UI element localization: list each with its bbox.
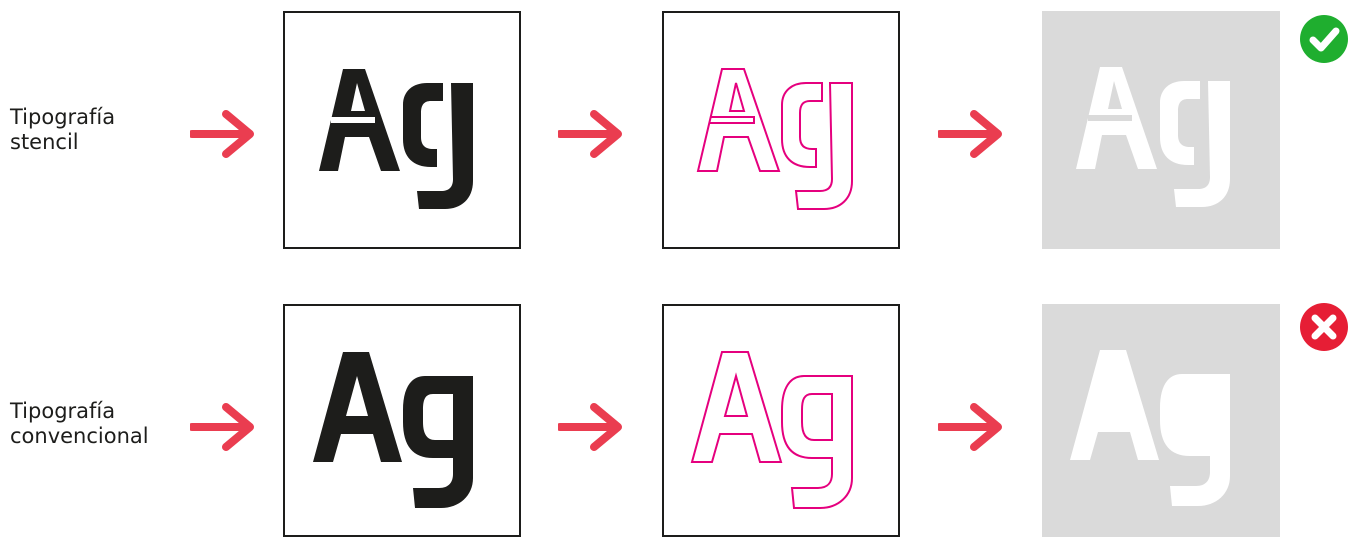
row-stencil: Tipografía stencil	[0, 11, 1362, 251]
glyph-ag-engraved	[1070, 350, 1230, 506]
row-label: Tipografía convencional	[10, 399, 149, 449]
row-label-line-1: Tipografía	[10, 105, 116, 129]
row-label-line-2: stencil	[10, 130, 79, 154]
arrow-right-icon	[558, 403, 624, 451]
panel-engraved-glyph	[1042, 304, 1280, 537]
panel-solid-glyph	[283, 11, 521, 249]
cross-icon	[1300, 303, 1348, 351]
arrow-right-icon	[190, 403, 256, 451]
glyph-ag-engraved	[1076, 67, 1230, 207]
panel-engraved-glyph	[1042, 11, 1280, 249]
glyph-ag-solid	[313, 352, 473, 508]
check-icon	[1300, 15, 1348, 63]
row-conventional: Tipografía convencional	[0, 303, 1362, 544]
arrow-right-icon	[190, 110, 256, 158]
row-label-line-1: Tipografía	[10, 399, 116, 423]
panel-outline-glyph	[662, 11, 900, 249]
row-label: Tipografía stencil	[10, 105, 115, 155]
arrow-right-icon	[938, 403, 1004, 451]
glyph-ag-outline	[696, 68, 853, 210]
panel-solid-glyph	[283, 304, 521, 537]
glyph-ag-solid	[319, 69, 473, 209]
panel-outline-glyph	[662, 304, 900, 537]
row-label-line-2: convencional	[10, 424, 149, 448]
arrow-right-icon	[558, 110, 624, 158]
glyph-ag-outline	[690, 351, 853, 509]
arrow-right-icon	[938, 110, 1004, 158]
